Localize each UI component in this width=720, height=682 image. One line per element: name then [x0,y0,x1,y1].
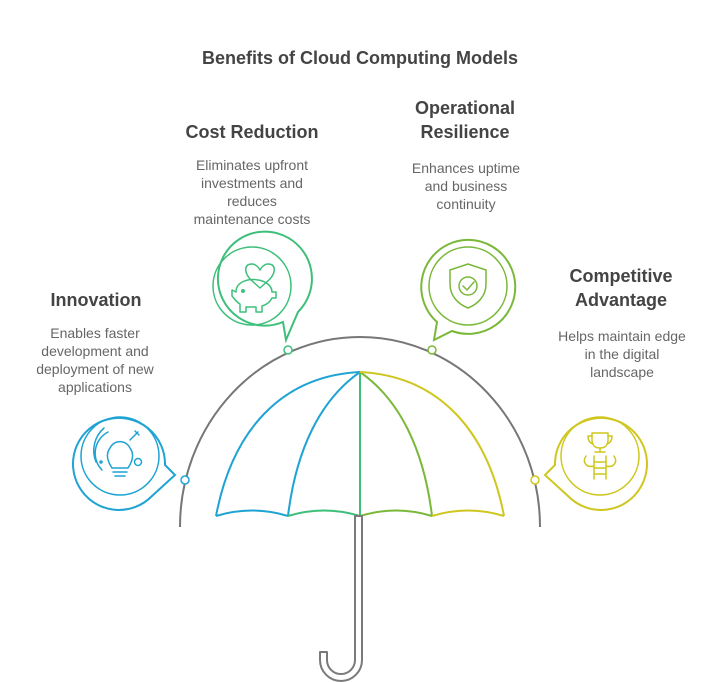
cost-reduction-desc-line: Eliminates upfront [195,157,309,173]
lightbulb-icon [93,427,143,477]
umbrella-canopy [215,371,505,517]
innovation-title: Innovation [16,288,176,312]
canopy-scallop-1 [215,509,289,517]
canopy-left-edge [215,371,361,517]
innovation-description: Enables faster development and deploymen… [15,324,175,396]
competitive-advantage-title-line: Competitive [569,266,673,286]
cost-reduction-connector-dot [283,345,293,355]
piggy-bank-heart-icon [231,263,277,313]
competitive-advantage-title: Competitive Advantage [531,264,711,312]
innovation-desc-line: deployment of new [36,361,154,377]
canopy-scallop-3 [359,509,433,517]
operational-resilience-title-line: Operational [414,98,516,118]
competitive-advantage-desc-line: in the digital [584,346,660,362]
operational-resilience-connector-dot [427,345,437,355]
trophy-ladder-icon [583,432,617,480]
innovation-title-line: Innovation [50,290,142,310]
innovation-bubble [72,416,177,511]
competitive-advantage-bubble [543,416,648,511]
cost-reduction-bubble [212,230,313,344]
operational-resilience-title: Operational Resilience [375,96,555,144]
operational-resilience-desc-line: Enhances uptime [411,160,521,176]
shield-check-icon [449,263,487,309]
competitive-advantage-description: Helps maintain edge in the digital lands… [542,327,702,381]
page-title: Benefits of Cloud Computing Models [202,48,518,68]
cost-reduction-description: Eliminates upfront investments and reduc… [172,156,332,228]
cost-reduction-desc-line: investments and [201,175,303,191]
operational-resilience-desc-line: continuity [436,196,496,212]
operational-resilience-description: Enhances uptime and business continuity [386,159,546,213]
competitive-advantage-desc-line: Helps maintain edge [558,328,686,344]
operational-resilience-desc-line: and business [424,178,508,194]
canopy-right-edge [359,371,505,517]
canopy-scallop-2 [287,509,361,517]
operational-resilience-title-line: Resilience [420,122,510,142]
canopy-rib-1 [287,371,361,517]
operational-resilience-bubble [420,238,517,342]
cost-reduction-desc-line: maintenance costs [193,211,311,227]
innovation-desc-line: applications [58,379,132,395]
innovation-desc-line: Enables faster [50,325,140,341]
cost-reduction-desc-line: reduces [227,193,277,209]
canopy-scallop-4 [431,509,505,517]
competitive-advantage-connector-dot [530,475,540,485]
cost-reduction-title: Cost Reduction [162,120,342,144]
umbrella-handle [319,515,363,682]
innovation-connector-dot [180,475,190,485]
cost-reduction-title-line: Cost Reduction [185,122,319,142]
innovation-desc-line: development and [41,343,149,359]
outer-arc [179,336,541,528]
competitive-advantage-desc-line: landscape [590,364,654,380]
competitive-advantage-title-line: Advantage [574,290,668,310]
canopy-rib-3 [359,371,433,517]
